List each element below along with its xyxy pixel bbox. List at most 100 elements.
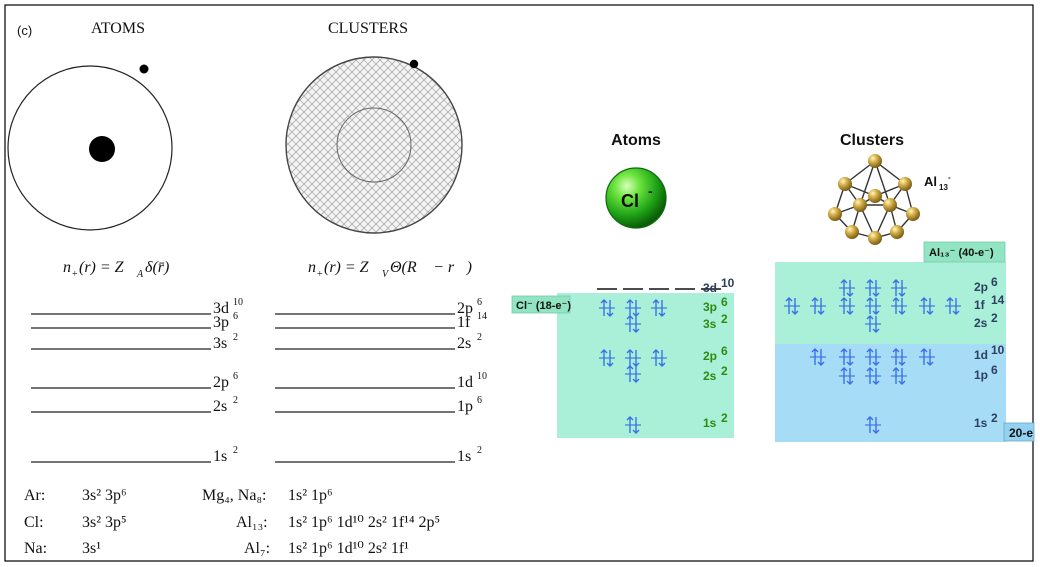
cluster-formula-zsub: V: [382, 269, 390, 280]
atoms-level-superscript: 2: [233, 332, 238, 343]
cluster-1f-down-arrow: [791, 298, 799, 315]
atom-formula-sub: +: [72, 269, 78, 280]
atom-formula-zsub: A: [136, 269, 144, 280]
atom-orbital-panel: [557, 293, 734, 438]
cluster-1d-down-arrow: [817, 349, 825, 366]
cluster-formula-tail: Θ(R⃗ − r⃗): [390, 259, 472, 276]
figure-border: [4, 4, 1034, 562]
atom-outer-circle: [7, 65, 173, 231]
atom-1s-up-arrow: [626, 416, 634, 433]
right-cluster-superscript: 10: [991, 343, 1005, 357]
config-na-value: 3s¹: [82, 540, 101, 557]
cluster-2p-up-arrow: [892, 279, 900, 296]
panel-label: (c): [17, 23, 32, 38]
atom-formula-rest: (r) = Z: [79, 259, 125, 276]
cl-electron-badge: [511, 295, 571, 314]
right-cluster-superscript: 2: [991, 411, 998, 425]
config-ar-label: Ar:: [24, 487, 45, 504]
atom-model: [7, 64, 173, 231]
cluster-inner-sphere: [336, 107, 412, 183]
cluster-1p-up-arrow: [866, 367, 874, 384]
cluster-lower-panel: [775, 344, 1006, 442]
atom-formula-n: n: [63, 259, 71, 276]
right-clusters-title: Clusters: [840, 132, 904, 149]
clusters-level-superscript: 2: [477, 332, 482, 343]
cluster-formula-sub: +: [317, 269, 323, 280]
right-atom-label: 3d: [703, 281, 717, 295]
al13-electron-badge: [923, 241, 1006, 263]
atom-2p-down-arrow: [658, 350, 666, 367]
right-cluster-label: 1s: [974, 416, 988, 430]
right-cluster-label: 2s: [974, 316, 988, 330]
clusters-level-superscript: 10: [477, 371, 487, 382]
cluster-1f-up-arrow: [811, 297, 819, 314]
atom-formula-tail: δ(r̄): [145, 259, 169, 276]
atom-3p-down-arrow: [606, 300, 614, 317]
atom-2p-up-arrow: [600, 349, 608, 366]
atom-3p-up-arrow: [626, 299, 634, 316]
clusters-level-label: 1s: [457, 448, 471, 465]
atom-2p-up-arrow: [626, 349, 634, 366]
left-clusters-title: CLUSTERS: [328, 20, 408, 37]
atoms-level-superscript: 10: [233, 297, 243, 308]
right-atom-superscript: 2: [721, 364, 728, 378]
atoms-level-superscript: 2: [233, 445, 238, 456]
right-atom-superscript: 2: [721, 411, 728, 425]
atom-1s-down-arrow: [632, 417, 640, 434]
cluster-1d-up-arrow: [811, 348, 819, 365]
cluster-electron: [409, 59, 419, 69]
cluster-1f-up-arrow: [840, 297, 848, 314]
cluster-name-sub: 13: [939, 183, 948, 192]
right-cluster-label: 1d: [974, 348, 988, 362]
cluster-2p-down-arrow: [898, 280, 906, 297]
right-cluster-label: 1f: [974, 298, 986, 312]
clusters-level-label: 1d: [457, 374, 473, 391]
right-cluster-label: 2p: [974, 280, 988, 294]
atom-formula: n + (r) = Z A δ(r̄): [63, 259, 169, 280]
right-atom-label: 3p: [703, 300, 717, 314]
atom-2s-down-arrow: [632, 366, 640, 383]
atom-3p-up-arrow: [652, 299, 660, 316]
cluster-1d-up-arrow: [866, 348, 874, 365]
cl-sphere-label: Cl: [621, 191, 639, 211]
cluster-1d-up-arrow: [920, 348, 928, 365]
atom-3s-up-arrow: [626, 315, 634, 332]
right-cluster-label: 1p: [974, 368, 988, 382]
right-cluster-superscript: 2: [991, 311, 998, 325]
cluster-upper-panel: [775, 262, 1006, 344]
right-atom-label: 1s: [703, 416, 717, 430]
cluster-1p-up-arrow: [840, 367, 848, 384]
cluster-atoms: [828, 154, 920, 245]
right-cluster-superscript: 6: [991, 275, 998, 289]
cl-electron-badge-text: Cl⁻ (18-e⁻): [516, 300, 571, 312]
cluster-electron-badge: [1003, 422, 1035, 442]
cluster-1f-down-arrow: [926, 298, 934, 315]
cluster-1s-down-arrow: [872, 417, 880, 434]
cluster-1f-up-arrow: [892, 297, 900, 314]
right-cluster-superscript: 6: [991, 363, 998, 377]
clusters-level-label: 2s: [457, 335, 471, 352]
atoms-level-label: 2s: [213, 398, 227, 415]
cluster-2s-down-arrow: [872, 316, 880, 333]
clusters-level-label: 2p: [457, 300, 473, 317]
cluster-1d-up-arrow: [892, 348, 900, 365]
atom-nucleus: [89, 136, 115, 162]
cluster-electron-badge-text: 20-e: [1009, 426, 1033, 440]
cluster-1f-down-arrow: [846, 298, 854, 315]
al13-electron-badge-text: Al₁₃⁻ (40-e⁻): [929, 247, 994, 259]
atoms-level-label: 3s: [213, 335, 227, 352]
cluster-1f-up-arrow: [946, 297, 954, 314]
cluster-1f-down-arrow: [952, 298, 960, 315]
atoms-level-label: 1s: [213, 448, 227, 465]
right-atom-superscript: 6: [721, 344, 728, 358]
cluster-1p-down-arrow: [898, 368, 906, 385]
atom-2s-up-arrow: [626, 365, 634, 382]
cluster-1d-down-arrow: [898, 349, 906, 366]
atom-3p-down-arrow: [658, 300, 666, 317]
atoms-level-label: 2p: [213, 374, 229, 391]
clusters-level-superscript: 2: [477, 445, 482, 456]
atoms-level-label: 3d: [213, 300, 229, 317]
